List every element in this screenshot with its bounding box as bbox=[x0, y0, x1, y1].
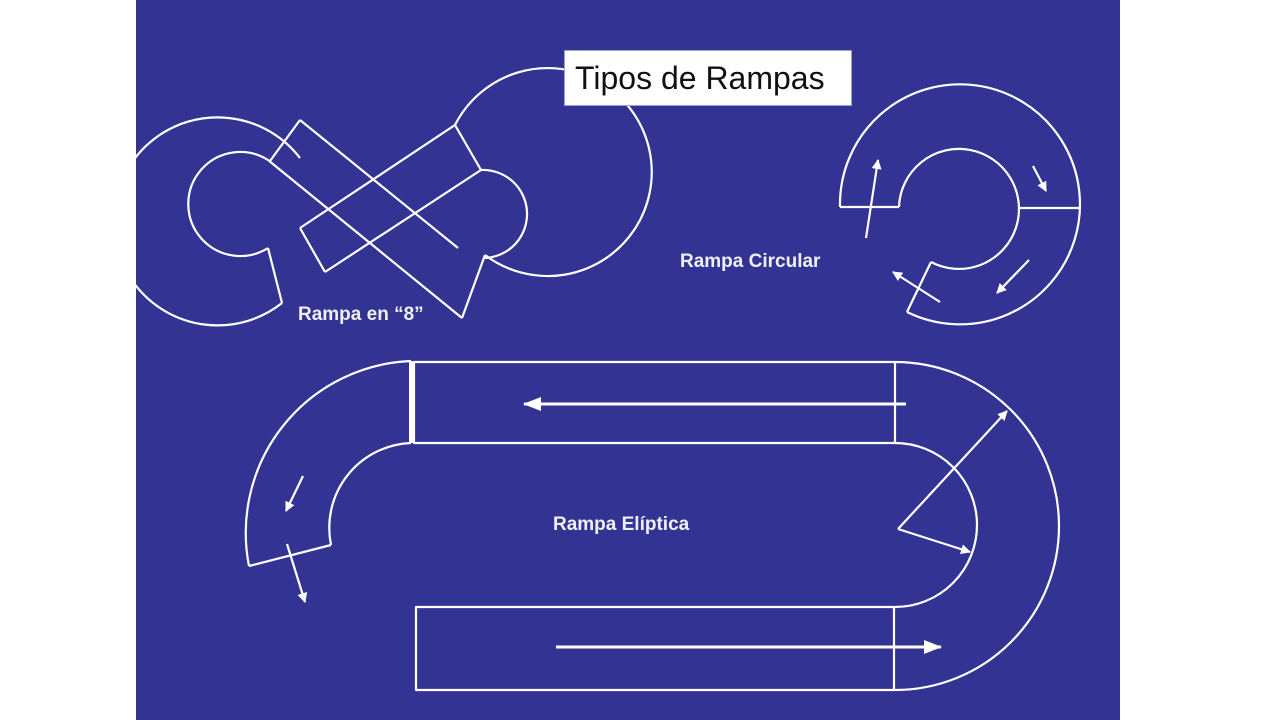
eight-band2-bottom bbox=[324, 169, 482, 273]
eight-band1-top bbox=[299, 119, 459, 249]
eight-band2-top bbox=[299, 124, 456, 229]
circular-arrow-left bbox=[892, 271, 941, 303]
elliptical-left-outer bbox=[244, 359, 412, 567]
label-circular: Rampa Circular bbox=[680, 251, 821, 272]
slide-title: Tipos de Rampas bbox=[564, 50, 852, 106]
elliptical-arrow-radial-up bbox=[897, 410, 1008, 530]
elliptical-ramp bbox=[244, 359, 1061, 692]
eight-right-inner bbox=[480, 168, 529, 260]
elliptical-right-outer bbox=[894, 360, 1061, 692]
elliptical-arrow-exit bbox=[285, 543, 308, 603]
circular-end-cap bbox=[906, 261, 932, 313]
eight-right-outer bbox=[454, 67, 653, 278]
figure-eight-ramp bbox=[112, 67, 653, 327]
label-elliptical: Rampa Elíptica bbox=[553, 514, 690, 535]
elliptical-arrow-left bbox=[285, 475, 304, 512]
circular-arrow-up bbox=[864, 159, 882, 239]
circular-ramp bbox=[838, 83, 1082, 326]
circular-inner-arc bbox=[897, 147, 1020, 270]
eight-band1-bottom bbox=[267, 159, 463, 319]
label-figure-eight: Rampa en “8” bbox=[298, 304, 424, 325]
circular-arrow-down bbox=[1032, 165, 1047, 192]
elliptical-left-inner bbox=[328, 441, 412, 546]
elliptical-arrow-radial-down bbox=[897, 527, 971, 555]
eight-left-cap bbox=[266, 247, 284, 304]
circular-arrow-down-left bbox=[996, 259, 1030, 294]
eight-left-outer bbox=[112, 116, 301, 327]
elliptical-right-inner bbox=[894, 441, 979, 609]
circular-outer-arc bbox=[838, 83, 1082, 326]
eight-left-inner bbox=[187, 150, 269, 258]
